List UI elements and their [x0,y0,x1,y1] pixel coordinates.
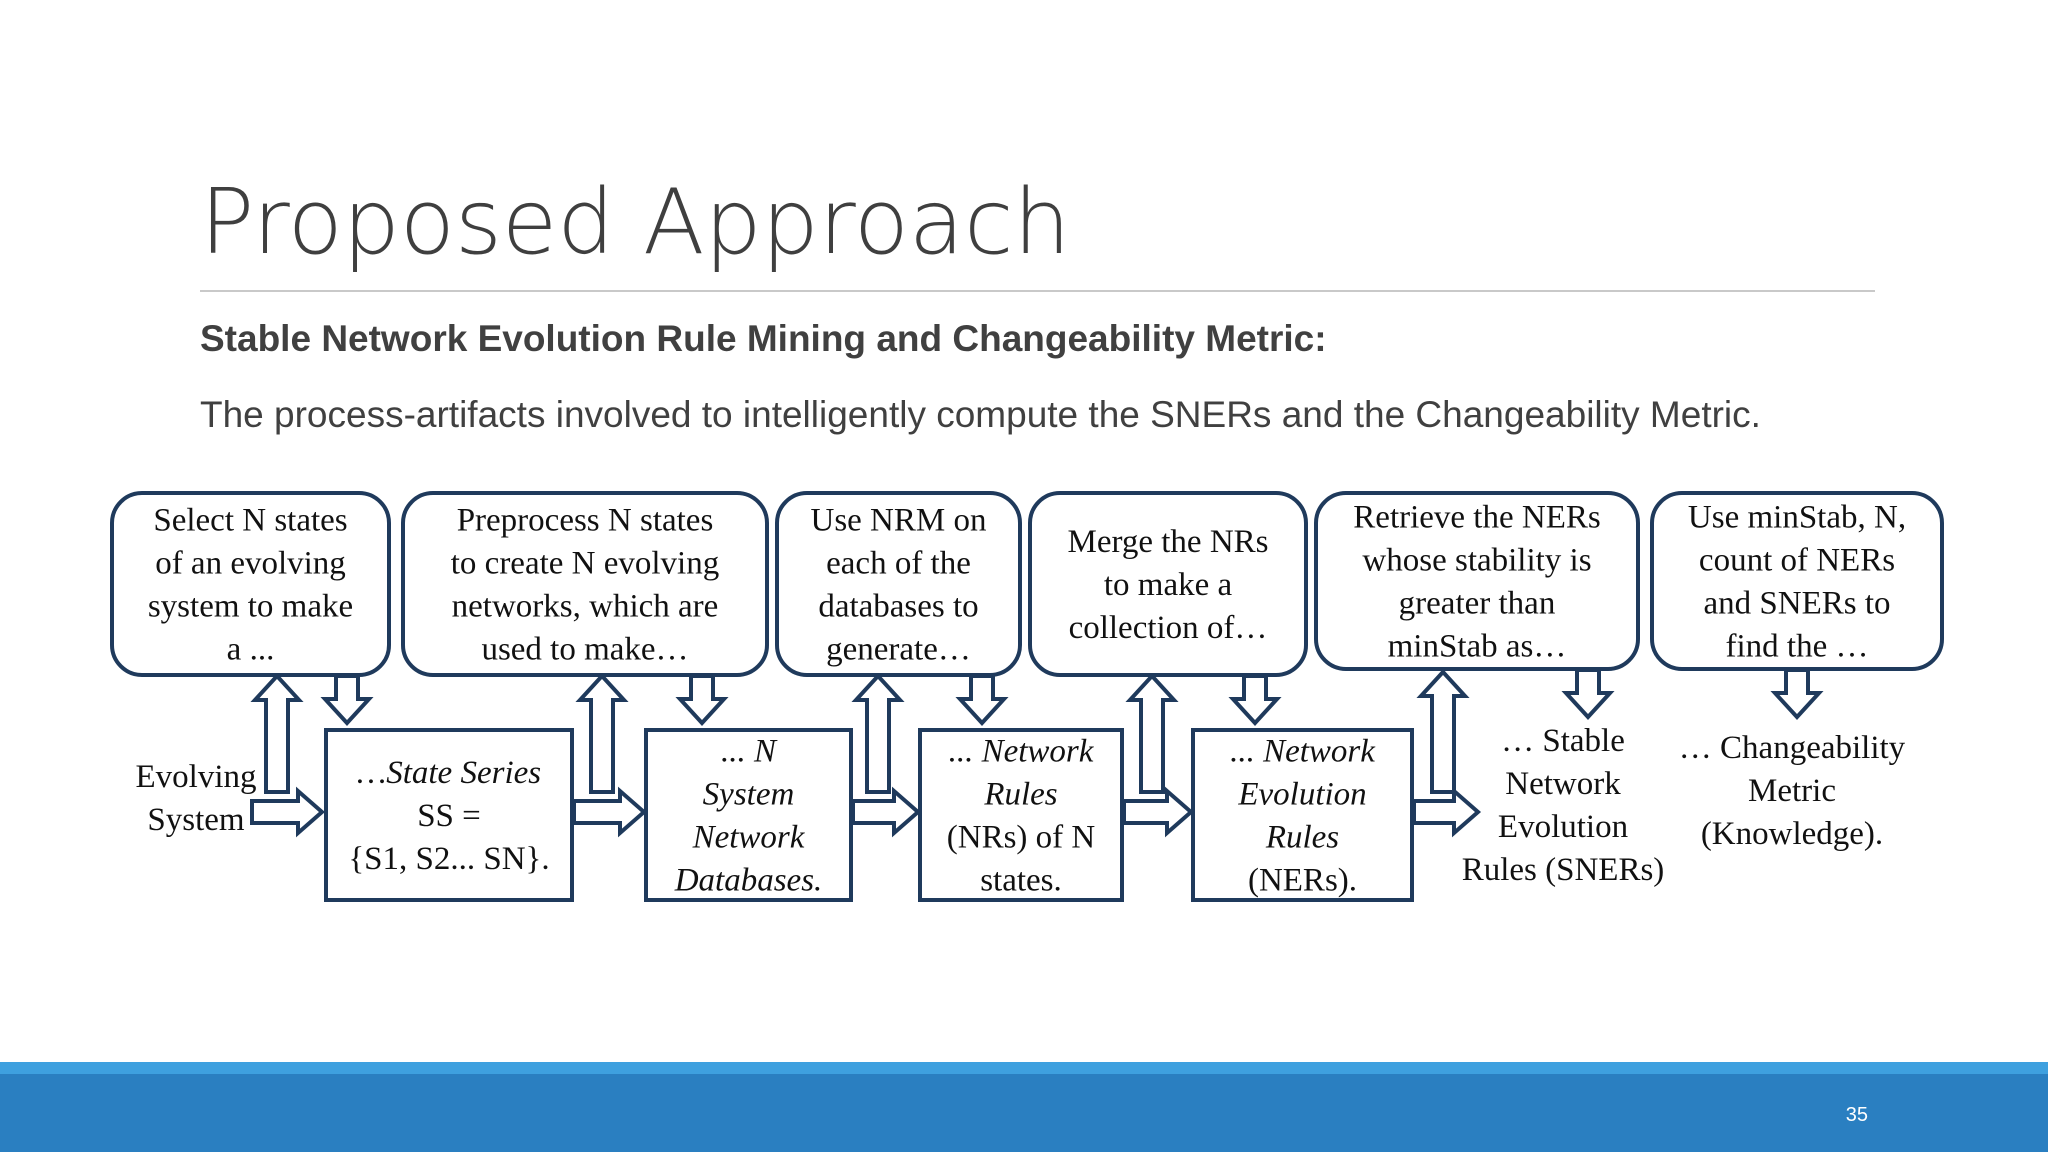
input-label: Evolving [136,759,257,795]
artifact-text: states. [980,863,1062,899]
arrow-down-2 [675,674,729,726]
process-step-2: Preprocess N states to create N evolving n… [401,491,769,677]
process-step-text: to create N evolving [451,546,719,582]
arrow-down-5 [1561,668,1615,720]
output-label-2: … Changeability [1679,730,1906,766]
diagram-connectors [250,668,1824,838]
arrow-down-4 [1228,674,1282,726]
process-step-text: Use NRM on [810,503,986,539]
artifact-text: …State Series [357,755,541,791]
artifact-1: …State Series SS = {S1, S2... SN}. [324,728,574,902]
artifacts: …State Series SS = {S1, S2... SN}. ... N Sys… [324,728,1414,902]
process-step-5: Retrieve the NERs whose stability is great… [1314,491,1640,671]
process-step-text: a ... [227,632,275,668]
artifact-text: (NRs) of N [947,820,1096,856]
input-label: System [147,802,245,838]
output-label-1: Evolution [1498,809,1628,845]
slide-subtitle: Stable Network Evolution Rule Mining and… [200,318,1327,359]
process-step-4: Merge the NRs to make a collection of… [1028,491,1308,677]
title-divider [200,290,1875,292]
output-label-2: (Knowledge). [1701,816,1883,852]
artifact-text: SS = [417,798,481,834]
arrow-down-3 [955,674,1009,726]
process-step-text: networks, which are [452,589,719,625]
process-step-6: Use minStab, N, count of NERs and SNERs to… [1650,491,1944,671]
process-step-text: and SNERs to [1703,586,1890,622]
arrow-up-2 [575,673,629,794]
slide-title: Proposed Approach [200,170,1071,275]
artifact-text: Rules [1265,820,1339,856]
process-step-text: Merge the NRs [1067,524,1268,560]
process-step-1: Select N states of an evolving system to m… [110,491,391,677]
output-label-1: … Stable [1501,723,1625,759]
process-step-text: databases to [818,589,978,625]
process-step-text: Retrieve the NERs [1353,500,1600,536]
process-step-text: count of NERs [1699,543,1895,579]
artifact-text: Network [692,820,806,856]
arrow-right-3 [1122,786,1195,838]
arrow-right-2 [851,786,922,838]
arrow-up-5 [1416,669,1470,794]
process-step-text: of an evolving [155,546,346,582]
arrow-right-input [250,786,326,838]
process-step-text: to make a [1104,567,1233,603]
artifact-text: Evolution [1237,777,1366,813]
process-step-text: whose stability is [1362,543,1591,579]
process-steps: Select N states of an evolving system to m… [110,491,1944,677]
arrow-down-1 [320,674,374,726]
process-step-text: generate… [826,632,971,668]
artifact-text: System [703,777,795,813]
artifact-text: ... Network [949,734,1095,770]
slide-description: The process-artifacts involved to intell… [200,394,1761,435]
arrow-right-4 [1412,786,1482,838]
process-step-text: collection of… [1069,610,1268,646]
artifact-text: Databases. [674,863,823,899]
process-step-text: system to make [148,589,353,625]
artifact-text: ... N [721,734,778,770]
output-label-1: Network [1505,766,1621,802]
artifact-text: (NERs). [1248,863,1357,899]
arrow-up-3 [851,673,905,794]
process-step-text: used to make… [481,632,688,668]
process-step-text: minStab as… [1388,629,1567,665]
process-step-text: Preprocess N states [457,503,714,539]
process-step-text: Select N states [153,503,347,539]
output-label-2: Metric [1748,773,1836,809]
arrow-up-1 [250,673,304,794]
footer-band [0,1062,2048,1152]
arrow-up-4 [1125,673,1179,794]
arrow-down-6 [1770,668,1824,720]
process-step-text: Use minStab, N, [1688,500,1906,536]
artifact-text: Rules [983,777,1057,813]
artifact-text: {S1, S2... SN}. [348,841,549,877]
output-label-1: Rules (SNERs) [1462,852,1665,888]
arrow-right-1 [572,786,648,838]
process-step-text: greater than [1399,586,1556,622]
artifact-text: ... Network [1230,734,1376,770]
process-step-text: find the … [1726,629,1869,665]
process-step-3: Use NRM on each of the databases to generat… [775,491,1022,677]
page-number: 35 [1845,1104,1868,1126]
process-step-text: each of the [826,546,971,582]
